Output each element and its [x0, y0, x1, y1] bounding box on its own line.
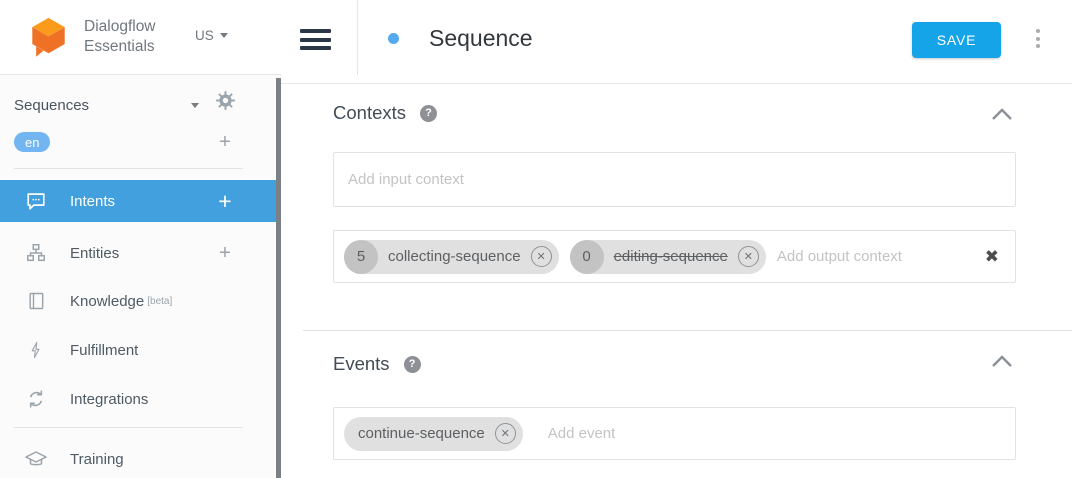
brand-line2: Essentials — [84, 38, 155, 56]
sidebar-item-label: Intents — [70, 192, 116, 210]
save-button[interactable]: SAVE — [912, 22, 1001, 58]
kebab-dot — [1036, 36, 1040, 41]
sidebar-item-fulfillment[interactable]: Fulfillment — [0, 332, 281, 368]
sidebar-item-label: Knowledge — [70, 292, 145, 310]
sidebar-item-label: Integrations — [70, 390, 149, 408]
add-input-context-input[interactable] — [348, 171, 999, 188]
output-context-chip[interactable]: 0 editing-sequence ✕ — [569, 239, 766, 274]
events-collapse-button[interactable] — [989, 351, 1015, 371]
sidebar-item-label: Entities — [70, 244, 120, 262]
dialogflow-logo-icon — [30, 17, 67, 63]
add-entity-button[interactable]: + — [219, 242, 231, 264]
language-badge[interactable]: en — [14, 132, 51, 152]
chevron-down-icon — [219, 33, 228, 38]
remove-chip-icon[interactable]: ✕ — [737, 246, 759, 267]
lifespan-badge[interactable]: 5 — [344, 239, 378, 274]
sidebar-divider — [14, 168, 243, 169]
kebab-dot — [1036, 29, 1040, 33]
knowledge-book-icon — [24, 291, 48, 311]
events-title: Events — [333, 353, 390, 374]
sidebar: Dialogflow Essentials US Sequences — [0, 0, 281, 478]
more-options-button[interactable] — [1032, 29, 1044, 48]
add-language-button[interactable]: + — [219, 131, 231, 153]
entities-tree-icon — [24, 242, 48, 264]
hamburger-menu-button[interactable] — [300, 29, 331, 50]
main-header: Sequence SAVE — [281, 0, 1072, 84]
remove-chip-icon[interactable]: ✕ — [494, 423, 516, 444]
sidebar-item-training[interactable]: Training — [0, 441, 281, 477]
header-divider — [357, 0, 358, 75]
events-section-header: Events ? — [333, 353, 421, 375]
chip-label: continue-sequence — [358, 425, 485, 442]
add-output-context-input[interactable] — [776, 248, 973, 265]
section-divider — [303, 330, 1072, 331]
sidebar-item-label: Training — [70, 450, 124, 468]
remove-chip-icon[interactable]: ✕ — [530, 246, 552, 267]
contexts-title: Contexts — [333, 102, 407, 123]
clear-output-contexts-icon[interactable]: ✖ — [984, 247, 999, 266]
sidebar-item-intents[interactable]: Intents + — [0, 180, 281, 222]
region-selector[interactable]: US — [195, 28, 228, 43]
sidebar-item-entities[interactable]: Entities + — [0, 235, 281, 271]
contexts-section-header: Contexts ? — [333, 102, 438, 124]
sidebar-header: Dialogflow Essentials US — [0, 0, 281, 75]
integrations-sync-icon — [24, 388, 48, 410]
input-context-field[interactable] — [333, 152, 1016, 207]
page-title: Sequence — [429, 25, 533, 51]
chevron-down-icon — [191, 102, 199, 108]
events-field[interactable]: continue-sequence ✕ — [333, 407, 1016, 460]
language-row: en — [0, 130, 281, 154]
training-graduation-cap-icon — [24, 449, 48, 469]
chip-label: editing-sequence — [613, 248, 728, 265]
chevron-up-icon — [992, 107, 1012, 120]
sidebar-body: Sequences en + — [0, 75, 281, 478]
intent-status-dot — [388, 33, 399, 44]
output-context-chip[interactable]: 5 collecting-sequence ✕ — [344, 239, 559, 274]
add-intent-button[interactable]: + — [218, 188, 232, 214]
sidebar-item-label: Fulfillment — [70, 341, 139, 359]
gear-icon — [215, 91, 235, 110]
kebab-dot — [1036, 44, 1040, 48]
event-chip[interactable]: continue-sequence ✕ — [344, 416, 523, 451]
sidebar-scrollbar[interactable] — [276, 78, 281, 478]
sidebar-item-integrations[interactable]: Integrations — [0, 381, 281, 417]
add-event-input[interactable] — [533, 425, 999, 442]
sidebar-divider — [14, 427, 243, 428]
help-icon[interactable]: ? — [420, 104, 438, 122]
main-panel: Sequence SAVE Contexts ? 5 collecting-se… — [281, 0, 1072, 478]
chip-label: collecting-sequence — [388, 248, 521, 265]
brand-name: Dialogflow Essentials — [84, 17, 156, 58]
chevron-up-icon — [992, 354, 1012, 367]
lifespan-badge[interactable]: 0 — [569, 239, 604, 274]
agent-name: Sequences — [14, 96, 90, 114]
help-icon[interactable]: ? — [403, 355, 421, 373]
beta-badge: [beta] — [147, 295, 173, 307]
region-label: US — [195, 28, 214, 43]
intents-bubble-icon — [24, 190, 48, 212]
sidebar-item-knowledge[interactable]: Knowledge[beta] — [0, 283, 281, 319]
output-context-field[interactable]: 5 collecting-sequence ✕ 0 editing-sequen… — [333, 230, 1016, 283]
agent-settings-button[interactable] — [213, 90, 237, 116]
agent-selector[interactable]: Sequences — [0, 93, 281, 117]
contexts-collapse-button[interactable] — [989, 104, 1015, 124]
fulfillment-lightning-icon — [24, 340, 48, 360]
brand-line1: Dialogflow — [84, 18, 156, 35]
